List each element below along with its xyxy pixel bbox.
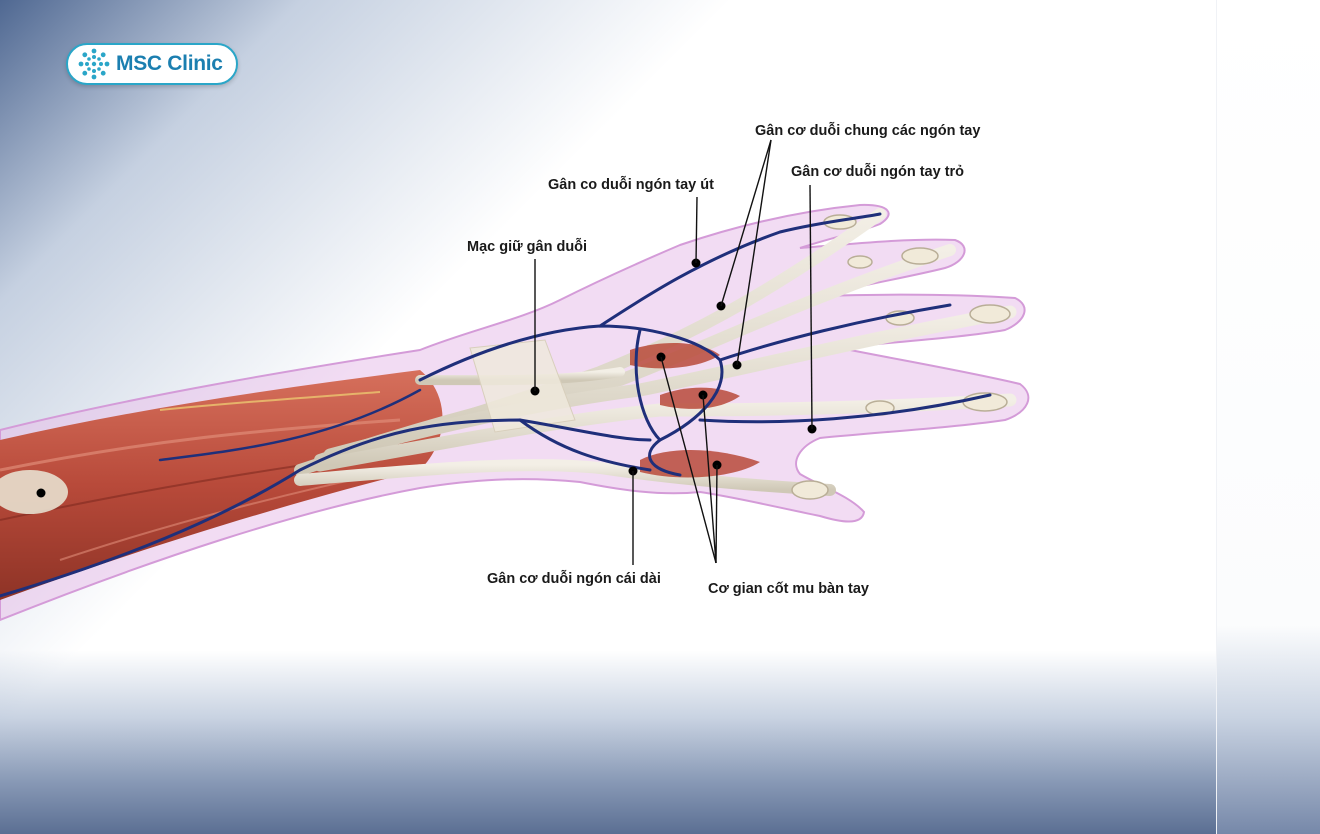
- label-extensor-pollicis-longus: Gân cơ duỗi ngón cái dài: [487, 571, 661, 587]
- leader-lines: [534, 139, 813, 565]
- label-extensor-digiti-minimi: Gân co duỗi ngón tay út: [548, 177, 714, 193]
- msc-clinic-logo: MSC Clinic: [66, 43, 238, 85]
- label-extensor-indicis: Gân cơ duỗi ngón tay trỏ: [791, 164, 965, 180]
- label-extensor-digitorum: Gân cơ duỗi chung các ngón tay: [755, 123, 981, 139]
- extensor-retinaculum-band: [469, 339, 576, 433]
- right-side-panel: [1216, 0, 1320, 834]
- label-extensor-retinaculum: Mạc giữ gân duỗi: [467, 239, 588, 255]
- label-dorsal-interossei: Cơ gian cốt mu bàn tay: [708, 581, 869, 597]
- clinic-logo-icon: [78, 48, 110, 80]
- logo-text: MSC Clinic: [116, 52, 223, 75]
- dorsal-veins: [0, 212, 992, 598]
